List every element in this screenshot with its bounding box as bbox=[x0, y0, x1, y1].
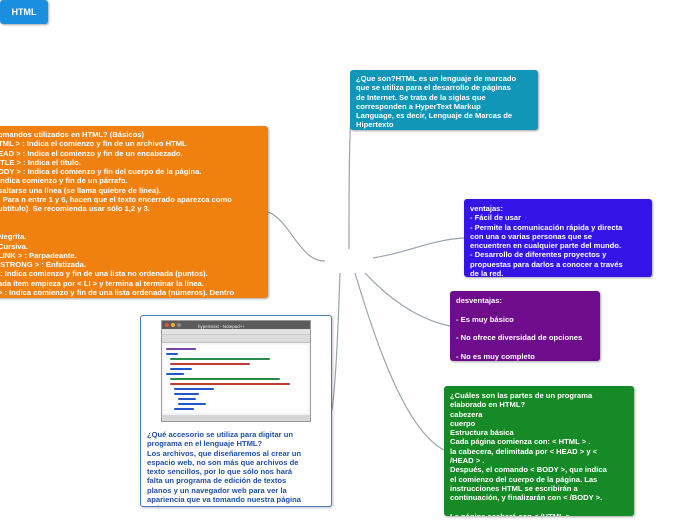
node-text-line bbox=[456, 324, 594, 333]
node-text-line: - No es muy completo bbox=[456, 351, 535, 361]
node-text-line: cabezera bbox=[450, 409, 483, 419]
node-text-line: saltarse una línea (se llama quiebre de … bbox=[0, 185, 161, 195]
node-text-line: > : Indica comienzo y fin de una lista o… bbox=[0, 288, 235, 298]
link-desventajas bbox=[364, 272, 451, 327]
node-text-line: - Es muy básico bbox=[456, 314, 514, 324]
node-text-line: Indica comienzo y fin de un párrafo. bbox=[0, 176, 128, 186]
node-text-line: ¿Que son?HTML es un lenguaje de marcado bbox=[356, 74, 517, 83]
node-text-line: ¿Qué accesorio se utiliza para digitar u… bbox=[147, 430, 294, 439]
node-text-line: propuestas para darlos a conocer a travé… bbox=[470, 259, 623, 269]
node-text-line: ¿Cuáles son las partes de un programa bbox=[450, 391, 593, 400]
close-dot-icon bbox=[165, 323, 169, 327]
notepad-screenshot-image: hypertexxt - Notepad++ bbox=[161, 320, 311, 422]
screenshot-window-title: hypertexxt - Notepad++ bbox=[198, 324, 246, 329]
node-text-line: ITLE > : Indica el título. bbox=[0, 157, 81, 167]
node-text-line: Language, es decir, Lenguaje de Marcas d… bbox=[356, 111, 513, 121]
node-text-line: Hipertexto bbox=[356, 120, 394, 130]
node-text-line: de la red. bbox=[470, 269, 504, 277]
node-text-line: programa en el lenguaje HTML? bbox=[147, 439, 263, 449]
node-text-line: La página acabará con < /HTML > . bbox=[450, 512, 628, 516]
node-text-line: EAD > : Indica el comienzo y fin de un e… bbox=[0, 148, 183, 158]
screenshot-code-area bbox=[164, 345, 308, 413]
node-text-line: texto sencillos, por lo que sólo nos har… bbox=[147, 467, 293, 477]
node-text-line: Los archivos, que diseñaremos al crear u… bbox=[147, 448, 302, 458]
node-text-line bbox=[456, 342, 594, 351]
node-text-line: - No ofrece diversidad de opciones bbox=[456, 333, 583, 343]
node-text-line: planos y un navegador web para ver la bbox=[147, 485, 287, 495]
topic-basic-commands[interactable]: omandos utilizados en HTML? (Básicos)TML… bbox=[0, 126, 268, 298]
link-partes bbox=[354, 272, 445, 451]
node-text-line: ada ítem empieza por < LI > y termina al… bbox=[0, 278, 204, 288]
node-text-line: el comienzo del cuerpo de la página. Las bbox=[450, 474, 598, 484]
minimize-dot-icon bbox=[171, 323, 175, 327]
node-text-line: que se utiliza para el desarrollo de pág… bbox=[356, 83, 511, 93]
node-text-line: apariencia que va tomando nuestra página bbox=[147, 495, 302, 505]
node-text-line bbox=[450, 503, 628, 512]
node-text-line: ventajas: bbox=[470, 204, 503, 213]
node-text-line bbox=[0, 214, 262, 223]
node-text-line: la cabecera, delimitada por < HEAD > y < bbox=[450, 446, 598, 456]
node-text-line: Cursiva. bbox=[0, 241, 28, 251]
screenshot-toolbar bbox=[162, 335, 310, 343]
link-editor bbox=[331, 272, 341, 411]
node-text-line: continuación, y finalizarán con < /BODY … bbox=[450, 493, 603, 503]
node-text-line: de Internet. Se trata de la siglas que bbox=[356, 92, 486, 102]
node-text-line: Cada página comienza con: < HTML > . bbox=[450, 437, 591, 447]
screenshot-menubar bbox=[162, 329, 310, 335]
node-text-line: Después, el comando < BODY >, que indica bbox=[450, 465, 607, 475]
topic-editor-accessory[interactable]: hypertexxt - Notepad++ ¿Qué acce bbox=[140, 315, 332, 507]
node-text-line: n empieza por < LI > y termina al termin… bbox=[0, 297, 262, 298]
node-text-line: con una o varias personas que se bbox=[470, 231, 592, 241]
node-text-line: espacio web, no son más que archivos de bbox=[147, 457, 299, 467]
node-text-line: corresponden a HyperText Markup bbox=[356, 101, 481, 111]
node-text-line: elaborado en HTML? bbox=[450, 400, 526, 410]
node-text-line: - Permite la comunicación rápida y direc… bbox=[470, 222, 623, 232]
node-text-line: /HEAD > . bbox=[450, 456, 485, 466]
maximize-dot-icon bbox=[177, 323, 181, 327]
screenshot-statusbar bbox=[162, 415, 310, 421]
editor-caption: ¿Qué accesorio se utiliza para digitar u… bbox=[147, 430, 325, 506]
node-text-line: encuentren en cualquier parte del mundo. bbox=[470, 241, 622, 251]
link-ventajas bbox=[372, 237, 465, 259]
node-text-line: desventajas: bbox=[456, 296, 503, 305]
node-text-line: - Desarrollo de diferentes proyectos y bbox=[470, 250, 607, 260]
node-text-line: Estructura básica bbox=[450, 428, 514, 438]
node-text-line: TML > : Indica el comienzo y fin de un a… bbox=[0, 139, 187, 149]
link-commands bbox=[267, 211, 326, 262]
screenshot-titlebar: hypertexxt - Notepad++ bbox=[162, 321, 310, 329]
node-text-line: : Indica comienzo y fin de una lista no … bbox=[0, 269, 208, 279]
node-text-line: cuerpo bbox=[450, 418, 476, 428]
node-text-line: - Fácil de usar bbox=[470, 213, 522, 223]
node-text-line: ubtítulo). Se recomienda usar sólo 1,2 y… bbox=[0, 204, 150, 214]
node-text-line: web. bbox=[147, 504, 325, 506]
node-text-line: Negrita. bbox=[0, 232, 27, 242]
topic-advantages[interactable]: ventajas:- Fácil de usar- Permite la com… bbox=[464, 199, 652, 277]
node-text-line: : Para n entre 1 y 6, hacen que el texto… bbox=[0, 195, 232, 205]
node-text-line bbox=[0, 223, 262, 232]
topic-disadvantages[interactable]: desventajas: - Es muy básico - No ofrece… bbox=[450, 291, 600, 361]
central-topic-html[interactable]: HTML bbox=[0, 0, 48, 24]
node-text-line bbox=[456, 305, 594, 314]
node-text-line: falta un programa de edición de textos bbox=[147, 476, 287, 486]
node-text-line: /STRONG > : Enfatizada. bbox=[0, 260, 86, 270]
node-text-line: omandos utilizados en HTML? (Básicos) bbox=[0, 130, 144, 139]
node-text-line: ODY > : Indica el comienzo y fin del cue… bbox=[0, 167, 202, 177]
node-text-line: LINK > : Parpadeante. bbox=[0, 250, 77, 260]
node-text-line: instrucciones HTML se escribirán a bbox=[450, 483, 578, 493]
